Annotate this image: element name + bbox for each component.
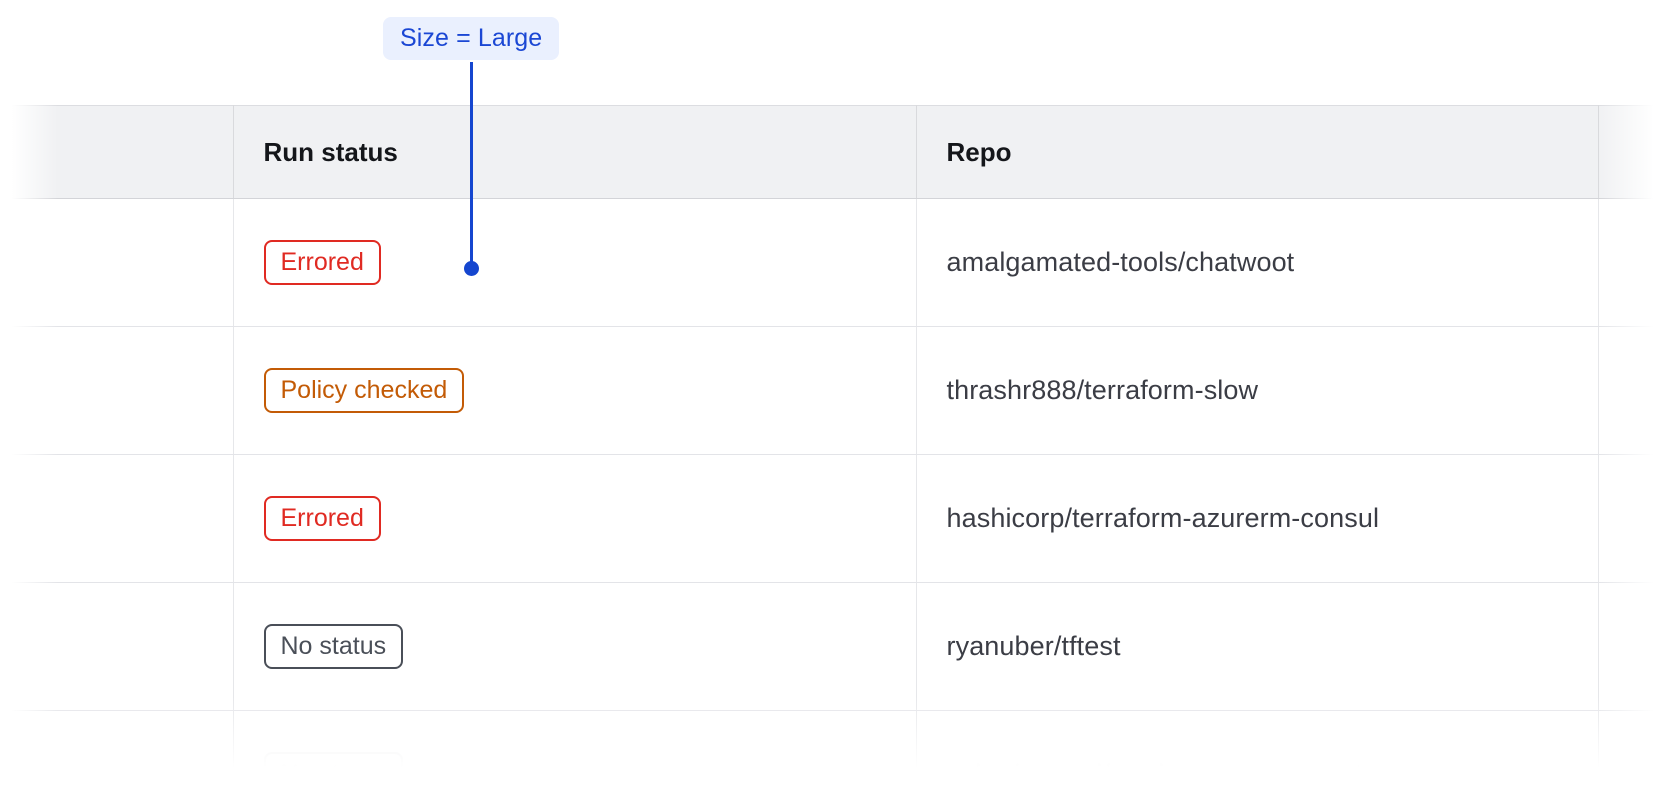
row-leading-cell [0, 710, 234, 788]
table-body: Errored amalgamated-tools/chatwoot Polic… [0, 198, 1672, 788]
row-trailing-cell [1598, 326, 1672, 455]
annotation-leader-line [470, 62, 473, 268]
row-leading-cell [0, 326, 234, 455]
annotation-anchor-dot [464, 261, 479, 276]
status-badge-label: Policy checked [280, 376, 448, 404]
row-trailing-cell [1598, 582, 1672, 711]
repo-name: amalgamated-tools/chatwoot [946, 247, 1295, 277]
table-row[interactable]: No status ryanuber/tftest [0, 582, 1672, 711]
annotation-label: Size = Large [383, 17, 560, 60]
column-header-trailing[interactable] [1598, 105, 1672, 199]
table-row[interactable]: No status ashrajagopal/random_net_genera… [0, 710, 1672, 788]
repo-name-wrapper: ashrajagopal/random_net_generator [947, 759, 1387, 788]
status-badge-wrapper: No status [263, 752, 404, 788]
row-leading-cell [0, 582, 234, 711]
status-badge-label: Errored [280, 248, 364, 276]
repo-cell: thrashr888/terraform-slow [916, 326, 1599, 455]
status-badge[interactable]: No status [263, 624, 404, 669]
runs-table: Run status Repo Errored amalgamated-tool… [0, 105, 1672, 788]
repo-name: ryanuber/tftest [946, 631, 1121, 661]
table-header: Run status Repo [0, 105, 1672, 199]
status-badge-label: No status [280, 760, 387, 788]
repo-cell: ashrajagopal/random_net_generator [916, 710, 1599, 788]
runs-table-container: Run status Repo Errored amalgamated-tool… [0, 105, 1672, 788]
repo-cell: amalgamated-tools/chatwoot [916, 198, 1599, 327]
table-row[interactable]: Errored hashicorp/terraform-azurerm-cons… [0, 454, 1672, 583]
column-header-leading[interactable] [0, 105, 234, 199]
repo-cell: ryanuber/tftest [916, 582, 1599, 711]
run-status-cell: Errored [233, 198, 917, 327]
status-badge[interactable]: Policy checked [263, 368, 465, 413]
row-trailing-cell [1598, 710, 1672, 788]
column-header-run-status[interactable]: Run status [233, 105, 917, 199]
row-leading-cell [0, 454, 234, 583]
repo-cell: hashicorp/terraform-azurerm-consul [916, 454, 1599, 583]
status-badge[interactable]: No status [263, 752, 404, 788]
status-badge-label: No status [280, 632, 387, 660]
row-leading-cell [0, 198, 234, 327]
header-row: Run status Repo [0, 105, 1672, 199]
repo-name: thrashr888/terraform-slow [946, 375, 1259, 405]
row-trailing-cell [1598, 454, 1672, 583]
status-badge[interactable]: Errored [263, 496, 381, 541]
status-badge[interactable]: Errored [263, 240, 381, 285]
run-status-cell: No status [233, 710, 917, 788]
table-row[interactable]: Errored amalgamated-tools/chatwoot [0, 198, 1672, 327]
row-trailing-cell [1598, 198, 1672, 327]
column-header-repo[interactable]: Repo [916, 105, 1599, 199]
repo-name: ashrajagopal/random_net_generator [946, 759, 1387, 788]
run-status-cell: No status [233, 582, 917, 711]
run-status-cell: Errored [233, 454, 917, 583]
run-status-cell: Policy checked [233, 326, 917, 455]
repo-name: hashicorp/terraform-azurerm-consul [946, 503, 1380, 533]
status-badge-label: Errored [280, 504, 364, 532]
table-row[interactable]: Policy checked thrashr888/terraform-slow [0, 326, 1672, 455]
